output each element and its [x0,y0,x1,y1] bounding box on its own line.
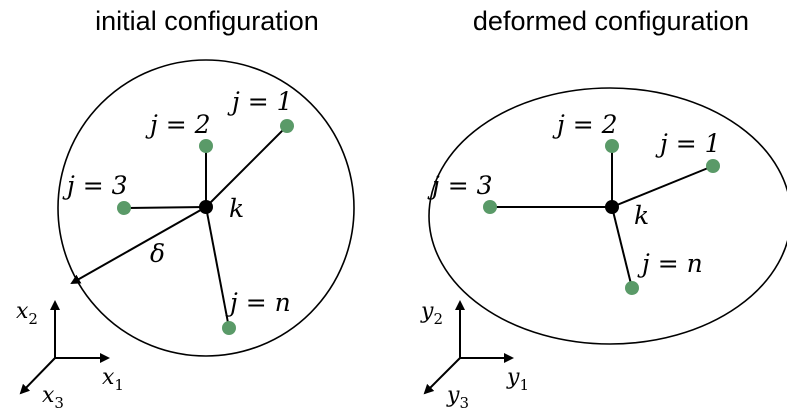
initial-axis-vertical-label: x2 [16,299,38,328]
deformed-axis-depth [423,357,461,395]
deformed-horizon-ellipse [428,87,787,345]
initial-label-j3: j = 3 [62,171,128,200]
initial-node-jn [222,321,236,335]
deformed-axis-horizontal-label: y1 [506,365,529,394]
initial-bond-j1 [205,125,288,208]
initial-label-j2: j = 2 [145,110,211,139]
initial-label-j1: j = 1 [227,87,293,116]
deformed-label-j3: j = 3 [427,171,493,200]
initial-configuration-title: initial configuration [95,6,319,36]
deformed-node-j3 [483,200,497,214]
deformed-node-j2 [605,139,619,153]
initial-coordinate-axes: x2 x1 x3 [16,299,124,412]
initial-configuration: initial configuration δ j = 1 j = 2 j = … [16,6,355,412]
initial-bond-jn [205,206,230,329]
deformed-label-jn: j = n [637,249,703,278]
initial-axis-horizontal-label: x1 [102,365,124,394]
initial-label-k: k [229,194,244,223]
deformed-bond-j1 [611,165,714,208]
deformed-label-k: k [634,201,649,230]
deformed-node-jn [625,281,639,295]
deformed-label-j2: j = 2 [552,110,618,139]
initial-axis-depth-label: x3 [42,383,64,412]
deformed-axis-vertical-label: y2 [420,299,443,328]
initial-bond-j3 [123,206,207,209]
deformed-bond-jn [611,206,633,289]
deformed-label-j1: j = 1 [655,129,721,158]
deformed-configuration: deformed configuration j = 1 j = 2 j = 3… [420,6,787,412]
initial-horizon-circle [57,59,355,357]
deformed-node-k [605,200,619,214]
horizon-radius-label: δ [150,239,165,268]
initial-node-j2 [199,139,213,153]
deformed-node-j1 [706,159,720,173]
initial-axis-depth [19,357,56,395]
deformed-configuration-title: deformed configuration [473,6,749,36]
initial-label-jn: j = n [225,288,291,317]
initial-node-k [199,200,213,214]
initial-node-j3 [117,201,131,215]
deformed-coordinate-axes: y2 y1 y3 [420,299,529,412]
deformed-axis-depth-label: y3 [446,383,469,412]
initial-node-j1 [280,119,294,133]
horizon-radius-arrow [70,206,207,284]
